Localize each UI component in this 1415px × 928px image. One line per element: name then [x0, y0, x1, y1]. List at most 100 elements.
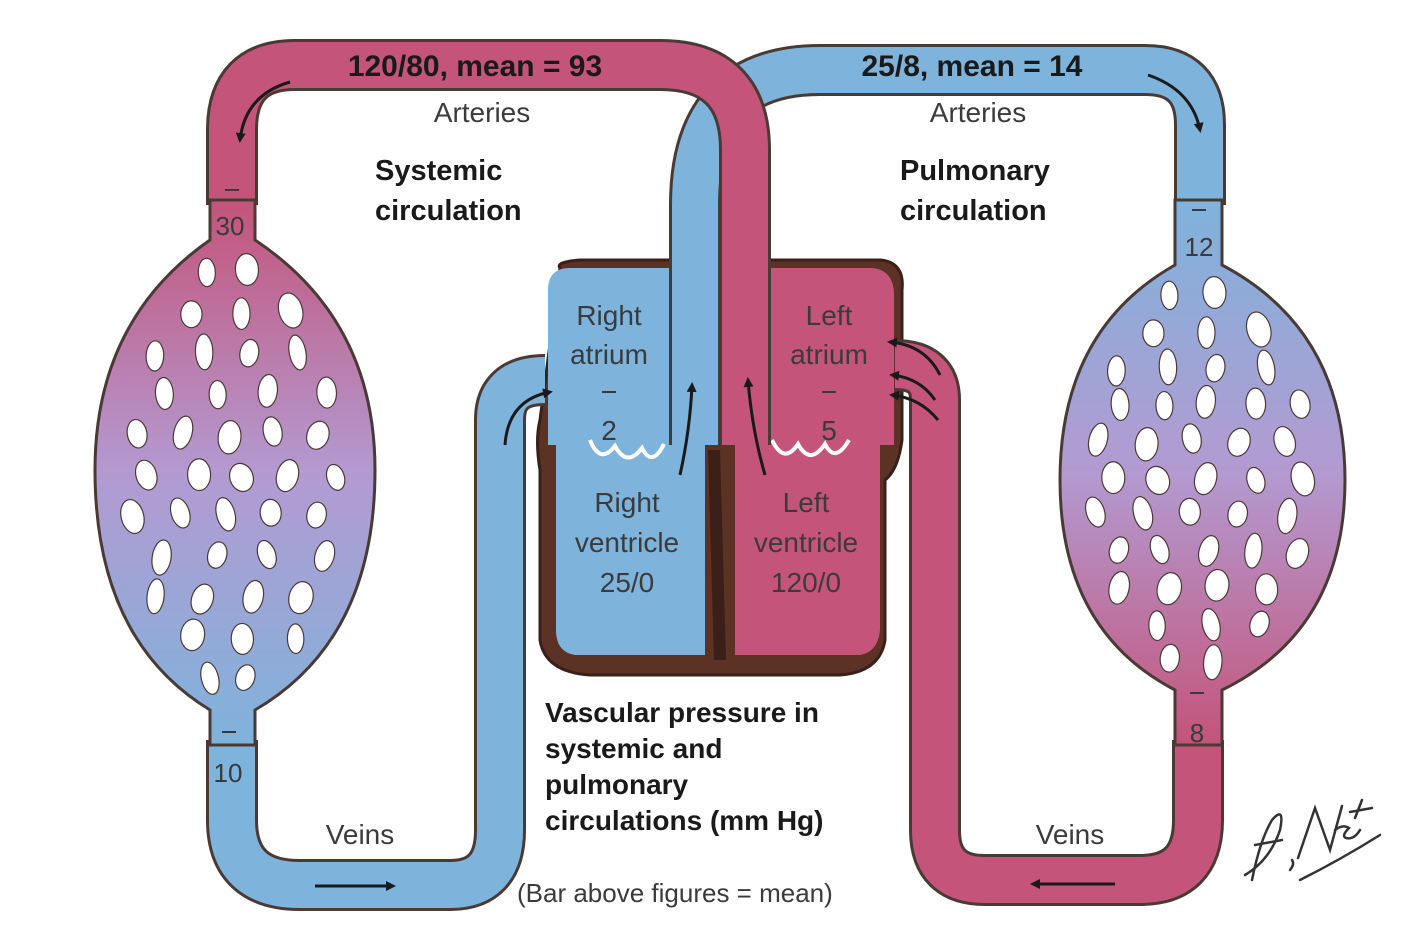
capillary-gap [1273, 426, 1297, 457]
caption-line2: systemic and [545, 733, 722, 764]
capillary-gap [208, 379, 227, 410]
capillary-gap [1195, 384, 1217, 419]
capillary-gap [1178, 497, 1201, 526]
capillary-gap [1227, 427, 1251, 457]
tricuspid-valve [588, 439, 666, 460]
capillary-gap [1202, 276, 1227, 309]
capillary-gap [169, 497, 191, 529]
arrow-pulmonary-artery-icon [1147, 73, 1204, 133]
capillary-gap [306, 420, 330, 450]
systemic-arteries-label: Arteries [434, 97, 530, 128]
caption-line1: Vascular pressure in [545, 697, 819, 728]
capillary-gap [1134, 427, 1159, 462]
capillary-gap [1285, 537, 1310, 569]
capillary-gap [194, 333, 214, 371]
pulmonary-capillary-in-pressure: 12 [1185, 232, 1214, 262]
capillary-gap [277, 292, 304, 329]
left-atrium-line2: atrium [790, 339, 868, 370]
systemic-capillary-network [120, 253, 346, 695]
capillary-gap [197, 257, 216, 288]
capillary-gap [275, 459, 300, 493]
capillary-gap [1101, 461, 1126, 495]
capillary-gap [172, 415, 194, 450]
capillary-gap [145, 340, 165, 372]
capillary-gap [180, 618, 206, 652]
capillary-gap [154, 376, 174, 411]
capillary-gap [1245, 311, 1272, 348]
right-atrium-line2: atrium [570, 339, 648, 370]
systemic-artery-pressure: 120/80, mean = 93 [348, 50, 602, 83]
capillary-gap [288, 581, 314, 615]
capillary-gap [1108, 570, 1131, 605]
capillary-gap [1204, 568, 1230, 602]
capillary-gap [180, 300, 203, 329]
pulmonary-capillary-bed [1058, 198, 1347, 747]
capillary-gap [1289, 389, 1311, 419]
capillary-gap [1245, 387, 1267, 420]
capillary-gap [259, 498, 282, 527]
capillary-gap [134, 459, 158, 491]
capillary-gap [242, 579, 265, 614]
capillary-gap [1181, 423, 1202, 454]
capillary-gap [186, 458, 212, 492]
capillary-gap [1156, 572, 1183, 606]
capillary-gap [1201, 608, 1221, 642]
capillary-gap [325, 463, 346, 491]
artist-signature [1243, 798, 1382, 882]
capillary-gap [257, 373, 279, 408]
left-ventricle-value: 120/0 [771, 567, 841, 598]
caption-note: (Bar above figures = mean) [517, 878, 833, 908]
systemic-title-line2: circulation [375, 195, 522, 227]
right-ventricle-chamber [556, 445, 705, 655]
capillary-gap [1277, 497, 1298, 535]
right-atrium-line1: Right [576, 300, 642, 331]
capillary-gap [1148, 610, 1166, 642]
capillary-gap [1108, 536, 1130, 564]
capillary-gap [234, 253, 260, 286]
left-atrium-value: 5 [821, 415, 837, 446]
capillary-gap [190, 583, 215, 615]
capillary-gap [288, 334, 307, 371]
capillary-gap [1197, 535, 1220, 567]
right-atrium-chamber [548, 268, 670, 445]
capillary-gap [200, 661, 220, 695]
arrow-into-left-atrium-2-icon [889, 370, 937, 401]
capillary-gap [1256, 349, 1276, 386]
capillary-gap [1227, 500, 1249, 528]
pulmonary-capillary-out-pressure: 8 [1190, 718, 1204, 748]
caption-line4: circulations (mm Hg) [545, 805, 823, 836]
right-ventricle-value: 25/0 [600, 567, 655, 598]
capillary-gap [313, 540, 336, 572]
arrow-aorta-icon [235, 80, 291, 143]
capillary-gap [1145, 465, 1171, 496]
capillary-gap [146, 578, 165, 615]
left-atrium-chamber [770, 268, 894, 445]
capillary-gap [1132, 496, 1154, 531]
left-ventricle-line1: Left [783, 487, 830, 518]
capillary-gap [1160, 280, 1179, 311]
systemic-title-line1: Systemic [375, 155, 502, 187]
capillary-gap [230, 622, 255, 656]
capillary-gap [228, 462, 255, 493]
capillary-gap [1110, 387, 1130, 422]
mitral-valve [770, 438, 851, 457]
right-atrium-value: 2 [601, 415, 617, 446]
systemic-capillary-bed [93, 198, 377, 747]
capillary-gap [316, 376, 338, 409]
capillary-gap [262, 416, 283, 447]
capillary-gap [1142, 319, 1165, 348]
arrow-into-left-atrium-1-icon [887, 337, 942, 376]
left-ventricle-line2: ventricle [754, 527, 858, 558]
left-ventricle-chamber [735, 445, 880, 655]
systemic-capillary-in-pressure: 30 [216, 211, 245, 241]
capillary-gap [1254, 573, 1279, 606]
left-atrium-line1: Left [806, 300, 853, 331]
capillary-gap [256, 539, 277, 570]
systemic-veins-label: Veins [326, 819, 395, 850]
right-ventricle-line1: Right [594, 487, 660, 518]
capillary-gap [1155, 390, 1174, 421]
capillary-gap [206, 541, 228, 569]
flow-arrows [235, 73, 1204, 891]
capillary-gap [1106, 355, 1126, 387]
